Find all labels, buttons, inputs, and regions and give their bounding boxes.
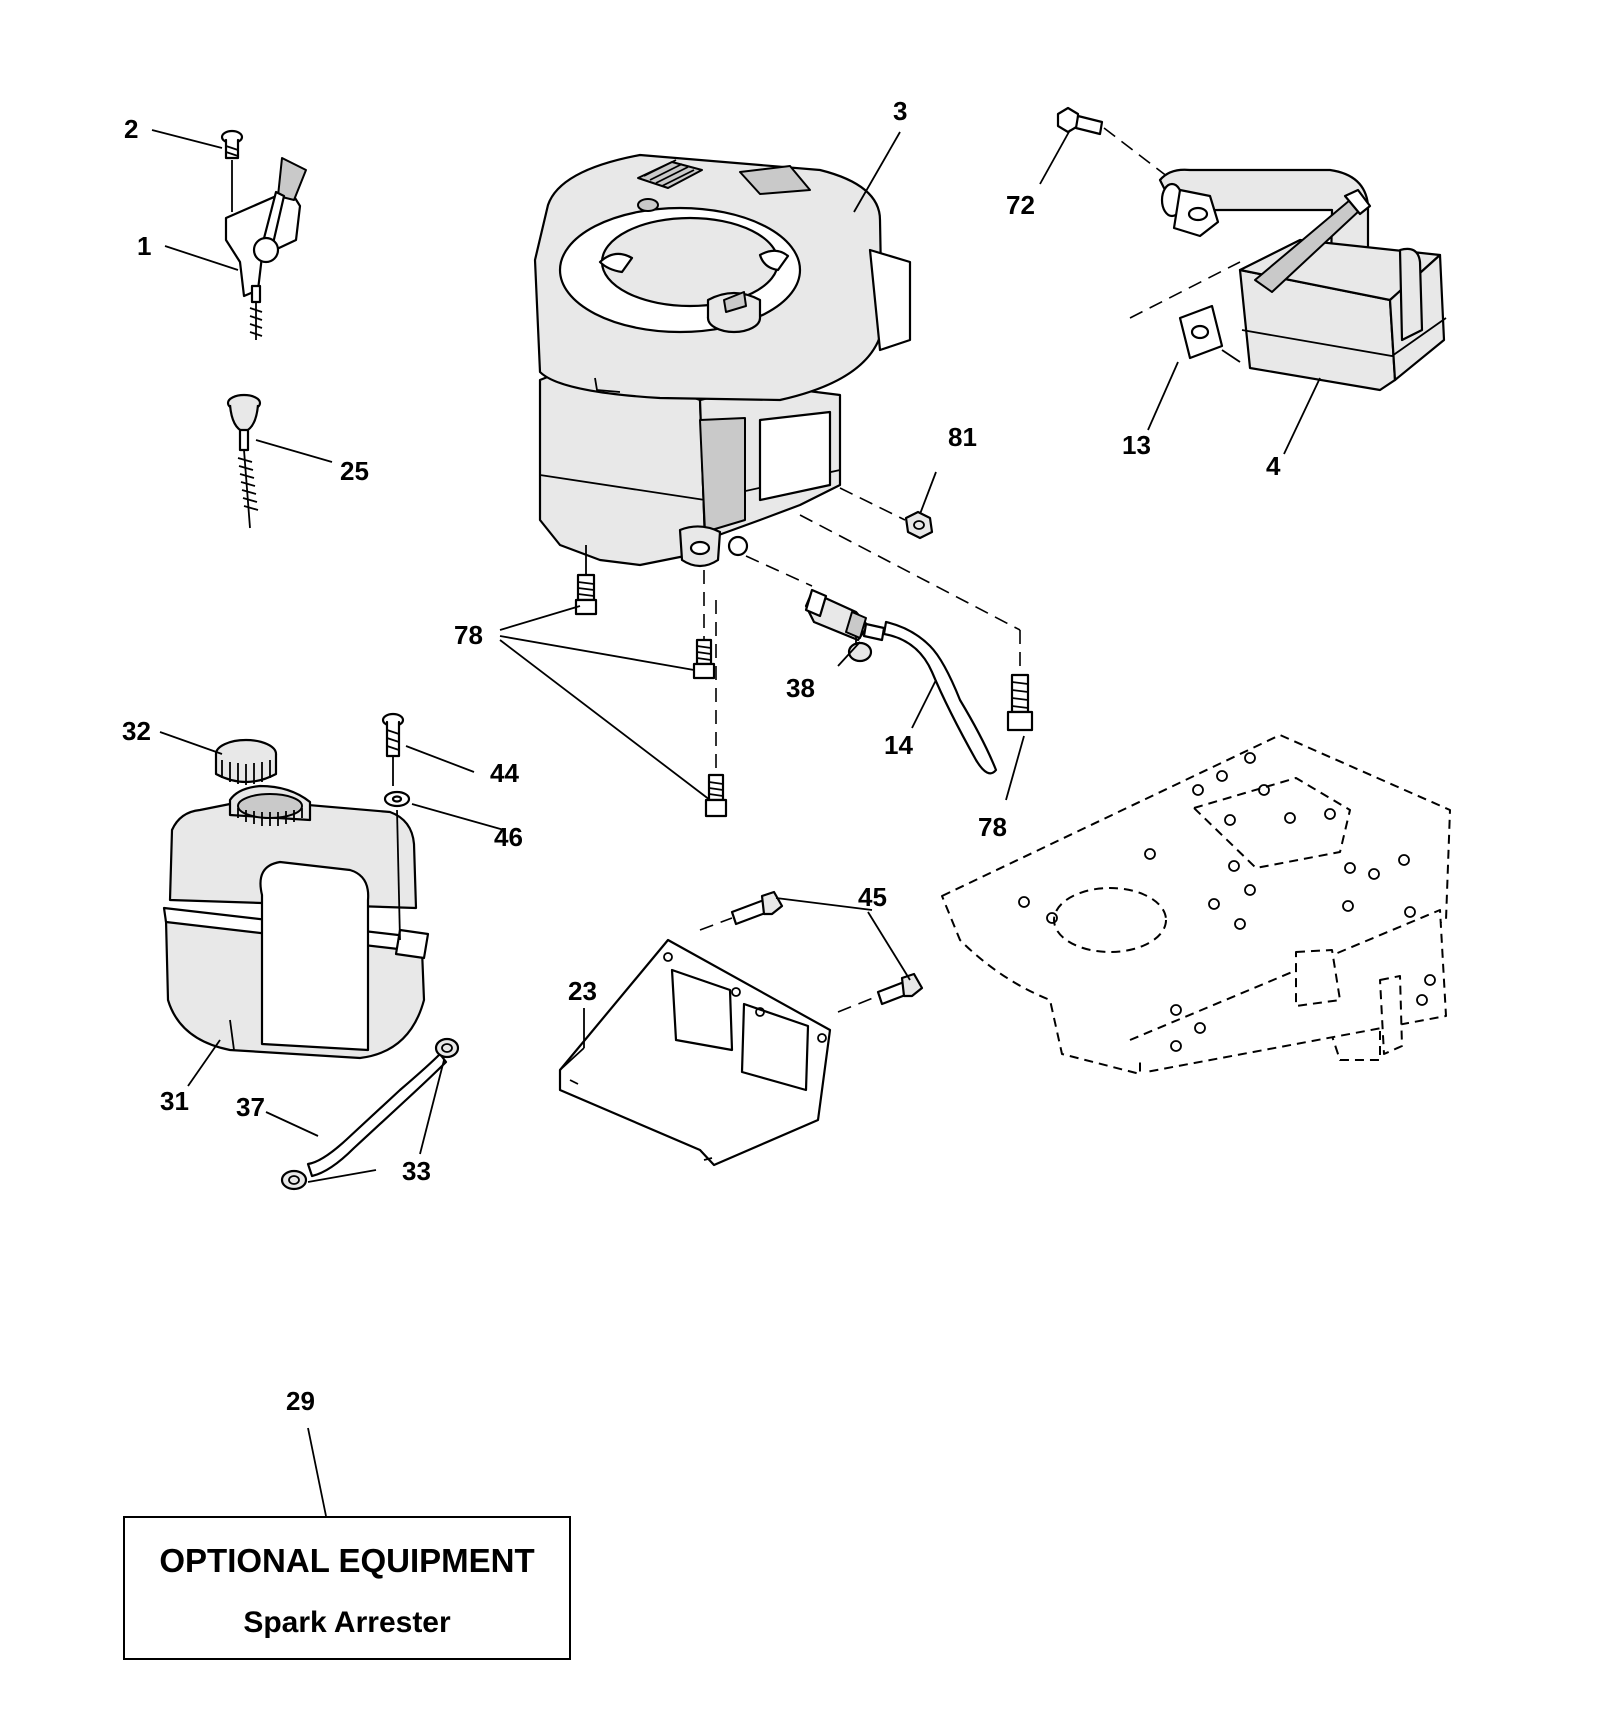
callout-13: 13 [1122,430,1151,460]
callout-25: 25 [340,456,369,486]
hose-clamps-part-33 [280,1037,460,1191]
callout-38: 38 [786,673,815,703]
callout-46: 46 [494,822,523,852]
throttle-control-assembly [220,129,307,340]
chassis-holes [1018,752,1436,1052]
leader-lines [151,129,1321,1517]
spark-arrester-label: Spark Arrester [243,1606,451,1639]
heat-shield-part-23 [558,938,832,1167]
screw-part-44 [381,712,405,786]
callout-78-right: 78 [978,812,1007,842]
callout-32: 32 [122,716,151,746]
heat-shield-assembly [558,890,924,1167]
fuel-tank-part-31 [162,784,430,1060]
callout-45: 45 [858,882,887,912]
bolt-part-72 [1056,106,1104,136]
nut-part-81 [839,487,934,540]
callout-2: 2 [124,114,138,144]
bolts-part-78 [574,514,1034,818]
fuel-hose-part-37 [306,1052,448,1178]
callout-72: 72 [1006,190,1035,220]
callout-4: 4 [1266,451,1281,481]
bolts-part-45 [699,890,924,1013]
optional-equipment-title: OPTIONAL EQUIPMENT [159,1542,535,1579]
callout-81: 81 [948,422,977,452]
gasket-part-13 [1129,261,1241,363]
fuel-filter-part-38 [745,555,886,663]
washer-part-46 [383,790,411,808]
fuel-hose-part-14 [882,620,998,775]
fuel-tank-assembly [162,712,430,1060]
fuel-cap-part-32 [214,738,278,785]
callout-1: 1 [137,231,151,261]
callout-33: 33 [402,1156,431,1186]
engine-part-3 [533,153,912,568]
muffler-part-4 [1158,168,1447,392]
callout-29: 29 [286,1386,315,1416]
chassis-frame [941,734,1451,1075]
callout-14: 14 [884,730,913,760]
optional-equipment-box: OPTIONAL EQUIPMENT Spark Arrester [123,1516,571,1660]
throttle-bracket-part-1 [224,157,307,340]
screw-part-2 [220,129,244,212]
exhaust-assembly [1056,106,1447,392]
fuel-line-assembly [280,1037,460,1191]
callout-37: 37 [236,1092,265,1122]
callout-23: 23 [568,976,597,1006]
callout-31: 31 [160,1086,189,1116]
callout-78-left: 78 [454,620,483,650]
callout-44: 44 [490,758,519,788]
callout-labels: 2 1 25 3 72 13 4 81 78 38 14 78 32 44 46… [122,96,1281,1416]
callout-3: 3 [893,96,907,126]
choke-knob-part-25 [226,393,262,529]
